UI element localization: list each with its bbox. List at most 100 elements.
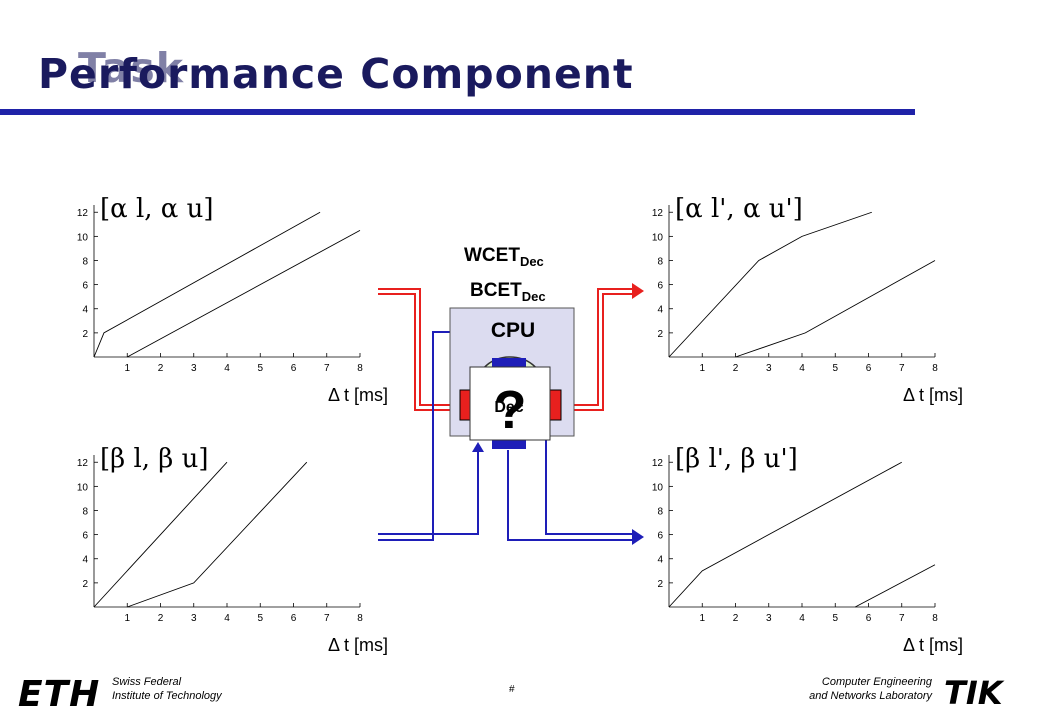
- series-line-2: [127, 229, 361, 358]
- y-tick-label: 10: [652, 232, 664, 243]
- x-axis-label: Δ t [ms]: [328, 635, 388, 655]
- x-tick-label: 8: [357, 613, 363, 624]
- page-title: Performance Component: [38, 50, 634, 98]
- title-rule: [0, 109, 915, 115]
- title-overlay: Task: [78, 44, 185, 92]
- x-tick-label: 7: [899, 613, 905, 624]
- blue-input-arrow-lower: [472, 442, 484, 452]
- series-line-2: [735, 260, 936, 358]
- y-tick-label: 8: [82, 506, 88, 517]
- x-tick-label: 3: [766, 363, 772, 374]
- x-tick-label: 5: [832, 613, 838, 624]
- x-tick-label: 7: [324, 613, 330, 624]
- y-tick-label: 6: [657, 531, 663, 542]
- y-tick-label: 8: [657, 506, 663, 517]
- x-tick-label: 1: [124, 613, 130, 624]
- x-tick-label: 8: [932, 363, 938, 374]
- y-tick-label: 2: [657, 329, 663, 340]
- red-output-arrow: [632, 283, 644, 299]
- red-output-lines: [558, 288, 632, 411]
- x-tick-label: 1: [124, 363, 130, 374]
- slide-number: #: [509, 684, 515, 695]
- cpu-label: CPU: [491, 319, 535, 342]
- blue-output-lines: [507, 430, 632, 541]
- y-tick-label: 8: [82, 256, 88, 267]
- red-input-lines: [378, 288, 462, 411]
- x-axis-label: Δ t [ms]: [903, 635, 963, 655]
- x-tick-label: 5: [257, 613, 263, 624]
- y-tick-label: 4: [82, 305, 88, 316]
- footer-left: Swiss Federal Institute of Technology: [112, 675, 222, 703]
- x-tick-label: 2: [158, 363, 164, 374]
- wcet-label: WCETDec: [464, 245, 544, 269]
- x-tick-label: 2: [733, 363, 739, 374]
- y-tick-label: 12: [77, 458, 89, 469]
- x-tick-label: 8: [357, 363, 363, 374]
- y-tick-label: 12: [652, 208, 664, 219]
- x-tick-label: 6: [291, 363, 297, 374]
- footer-right-line2: and Networks Laboratory: [809, 690, 932, 702]
- x-tick-label: 6: [291, 613, 297, 624]
- y-tick-label: 12: [652, 458, 664, 469]
- x-tick-label: 6: [866, 363, 872, 374]
- series-line-1: [93, 211, 321, 358]
- series-line-1: [668, 211, 872, 358]
- bcet-label: BCETDec: [470, 280, 546, 304]
- x-tick-label: 4: [224, 363, 230, 374]
- red-port-left: [459, 389, 472, 421]
- y-tick-label: 6: [657, 281, 663, 292]
- x-tick-label: 6: [866, 613, 872, 624]
- x-tick-label: 5: [832, 363, 838, 374]
- blue-port-top: [492, 358, 526, 367]
- x-tick-label: 7: [899, 363, 905, 374]
- chart-title: [α l, α u]: [100, 194, 214, 224]
- x-tick-label: 4: [799, 363, 805, 374]
- x-tick-label: 4: [224, 613, 230, 624]
- chart-title: [β l, β u]: [100, 444, 208, 474]
- y-tick-label: 6: [82, 531, 88, 542]
- footer-right-line1: Computer Engineering: [821, 676, 932, 688]
- x-tick-label: 2: [733, 613, 739, 624]
- question-box: [469, 366, 551, 441]
- y-tick-label: 10: [77, 482, 89, 493]
- x-tick-label: 4: [799, 613, 805, 624]
- series-line-2: [854, 564, 936, 608]
- y-tick-label: 2: [657, 579, 663, 590]
- footer-left-line2: Institute of Technology: [112, 690, 222, 702]
- x-axis-label: Δ t [ms]: [328, 385, 388, 405]
- series-line-1: [668, 461, 902, 608]
- x-tick-label: 3: [766, 613, 772, 624]
- x-tick-label: 3: [191, 613, 197, 624]
- x-axis-label: Δ t [ms]: [903, 385, 963, 405]
- blue-port-bottom: [492, 440, 526, 449]
- y-tick-label: 4: [657, 555, 663, 566]
- x-tick-label: 5: [257, 363, 263, 374]
- x-tick-label: 2: [158, 613, 164, 624]
- y-tick-label: 10: [652, 482, 664, 493]
- y-tick-label: 12: [77, 208, 89, 219]
- red-port-right: [549, 389, 562, 421]
- y-tick-label: 8: [657, 256, 663, 267]
- series-line-1: [93, 461, 228, 608]
- y-tick-label: 2: [82, 329, 88, 340]
- task-label: Dec: [494, 399, 523, 416]
- y-tick-label: 10: [77, 232, 89, 243]
- footer-right: Computer Engineering and Networks Labora…: [760, 675, 932, 703]
- chart-title: [β l', β u']: [675, 444, 798, 474]
- series-line-2: [127, 461, 308, 608]
- x-tick-label: 3: [191, 363, 197, 374]
- y-tick-label: 2: [82, 579, 88, 590]
- x-tick-label: 8: [932, 613, 938, 624]
- x-tick-label: 1: [699, 363, 705, 374]
- x-tick-label: 1: [699, 613, 705, 624]
- eth-logo: ETH: [18, 674, 100, 715]
- tik-logo: TIK: [944, 674, 1005, 712]
- y-tick-label: 4: [657, 305, 663, 316]
- footer-left-line1: Swiss Federal: [112, 676, 182, 688]
